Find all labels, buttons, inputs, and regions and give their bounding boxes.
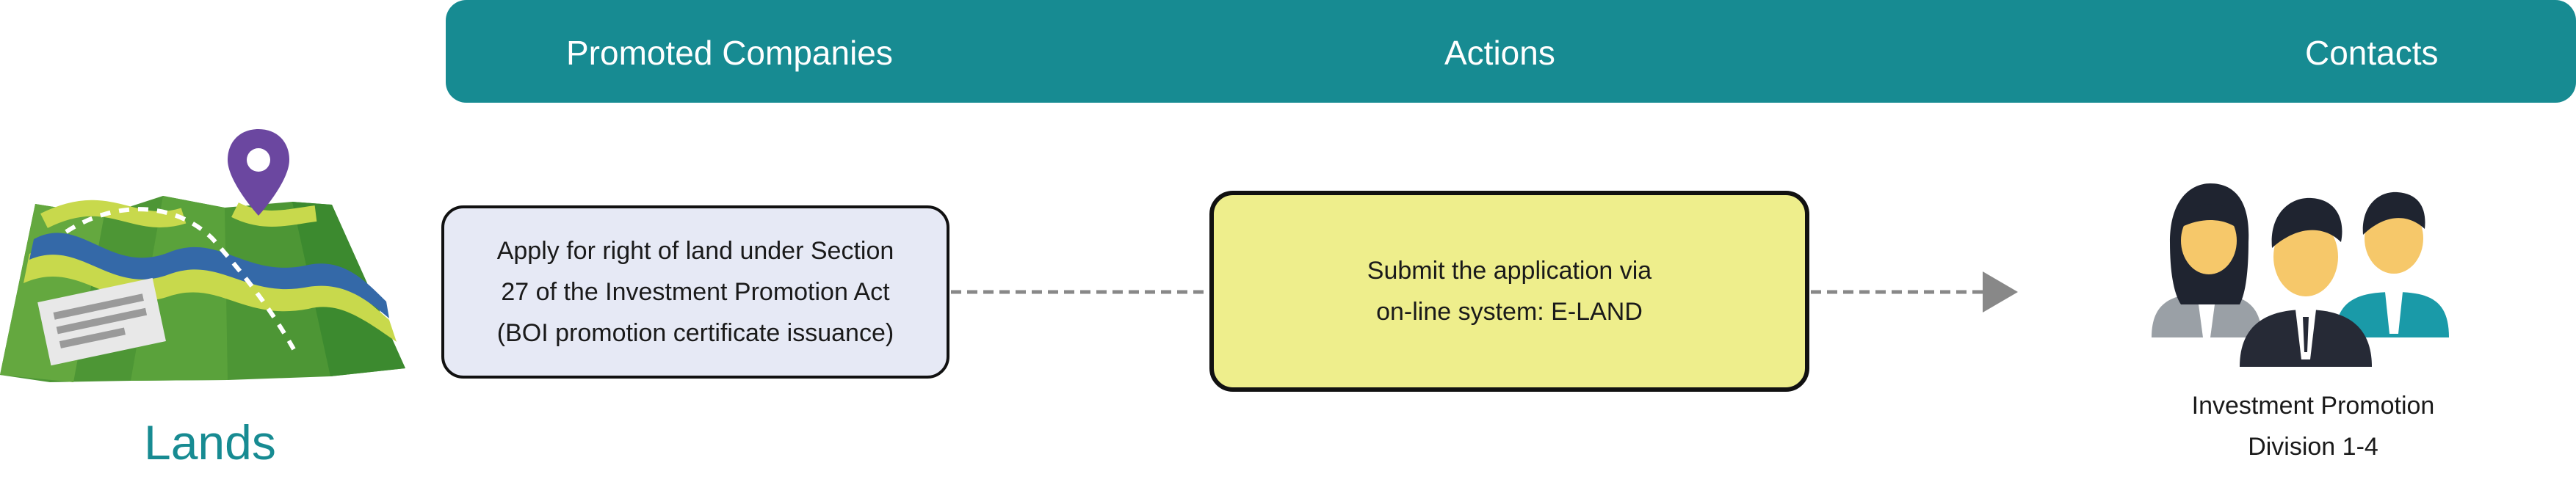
person-left-icon: [2152, 183, 2262, 337]
person-center-icon: [2240, 197, 2372, 367]
category-label-lands: Lands: [144, 415, 276, 470]
header-actions: Actions: [1444, 34, 1555, 72]
step-submit-box: Submit the application via on-line syste…: [1209, 191, 1809, 392]
arrow-head-icon: [1983, 271, 2018, 313]
contact-label: Investment Promotion Division 1-4: [2130, 385, 2497, 467]
step-apply-line: (BOI promotion certificate issuance): [496, 319, 894, 347]
step-apply-box: Apply for right of land under Section 27…: [441, 205, 949, 379]
step-apply-line: Apply for right of land under Section: [496, 237, 894, 265]
contact-line: Division 1-4: [2248, 433, 2378, 461]
header-bar: Promoted Companies Actions Contacts: [446, 0, 2576, 103]
person-right-icon: [2335, 191, 2449, 337]
step-submit-line: Submit the application via: [1367, 257, 1652, 285]
header-contacts: Contacts: [2305, 34, 2439, 72]
step-submit-line: on-line system: E-LAND: [1376, 298, 1643, 326]
map-pin-icon: [0, 129, 405, 382]
header-promoted-companies: Promoted Companies: [566, 34, 893, 72]
business-people-icon: [2152, 183, 2449, 367]
contact-line: Investment Promotion: [2191, 392, 2435, 420]
step-apply-line: 27 of the Investment Promotion Act: [501, 278, 890, 306]
